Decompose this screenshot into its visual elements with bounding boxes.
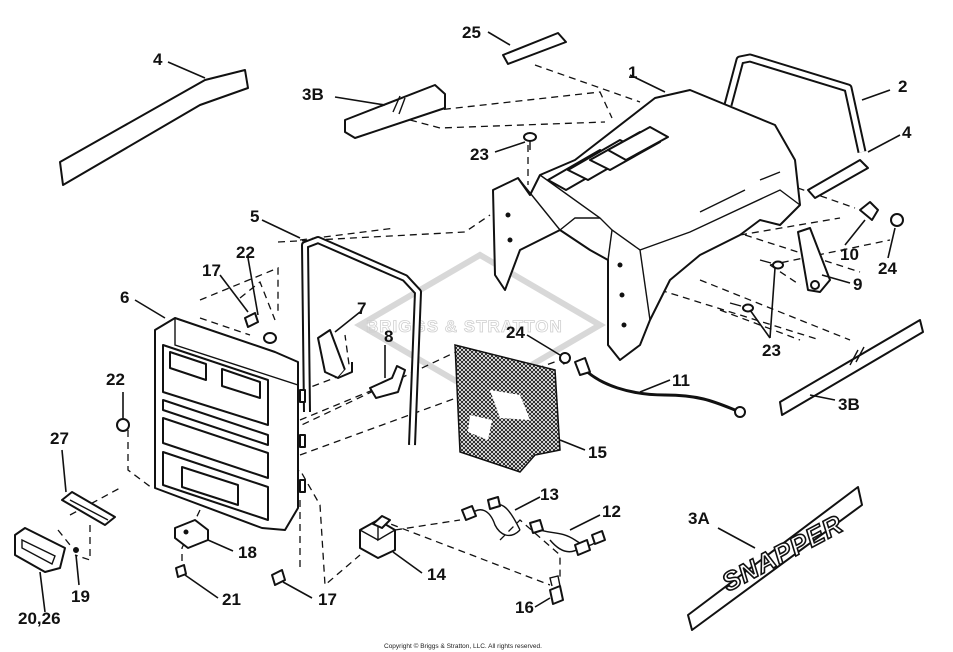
callout-3a: 3A [688,509,710,528]
bulb-16 [549,575,564,605]
callout-12: 12 [602,502,621,521]
bracket-9 [797,227,831,293]
callout-4-left: 4 [153,50,163,69]
decal-strip-3b-top [344,84,446,139]
trim-strip-4-left [59,69,249,186]
callout-10: 10 [840,245,859,264]
callout-17-top: 17 [202,261,221,280]
leader-lines [39,31,901,613]
hood-1 [492,89,801,361]
wire-11 [574,357,746,418]
callout-16: 16 [515,598,534,617]
callout-3b-top: 3B [302,85,324,104]
callout-24-right: 24 [878,259,897,278]
callout-7: 7 [357,299,366,318]
callout-5: 5 [250,207,259,226]
nut-22-top [263,332,277,344]
decal-strip-3b-right [779,319,924,416]
callout-13: 13 [540,485,559,504]
callout-9: 9 [853,275,862,294]
copyright-text: Copyright © Briggs & Stratton, LLC. All … [384,642,542,650]
callout-14: 14 [427,565,446,584]
callout-25: 25 [462,23,481,42]
callout-19: 19 [71,587,90,606]
lens-27 [61,491,116,526]
callout-20-26: 20,26 [18,609,61,628]
callout-8: 8 [384,327,393,346]
callout-1: 1 [628,63,637,82]
light-20-26 [14,527,66,573]
callout-4-right: 4 [902,123,912,142]
bracket-8 [369,365,406,399]
callout-17-bottom: 17 [318,590,337,609]
callout-2: 2 [898,77,907,96]
callout-18: 18 [238,543,257,562]
callout-22-top: 22 [236,243,255,262]
screw-21 [175,564,187,578]
trim-strip-4-right [807,159,869,199]
bracket-18 [174,519,209,549]
callout-24-left: 24 [506,323,525,342]
callout-11: 11 [672,371,690,390]
grille-6 [154,317,306,531]
decal-strip-25 [502,32,567,65]
clip-17-bottom [271,569,286,586]
watermark-text: BRIGGS & STRATTON [366,317,563,336]
callouts: 4 3B 25 1 2 23 4 10 24 9 23 3B 5 22 17 6… [18,23,912,628]
callout-27: 27 [50,429,69,448]
bolts-23-right [729,259,784,313]
callout-3b-right: 3B [838,395,860,414]
harness-12 [529,519,606,556]
screw-19 [73,547,79,553]
bracket-7 [317,329,353,379]
screen-15 [454,344,561,473]
callout-22-left: 22 [106,370,125,389]
nut-24-left [559,352,571,364]
bolt-23-top [523,132,537,150]
nut-24-right [890,213,904,227]
clip-17-top [244,312,259,328]
clip-10 [859,201,879,221]
lamp-14 [359,515,396,559]
callout-15: 15 [588,443,607,462]
callout-6: 6 [120,288,129,307]
nut-22-left [116,418,130,432]
trim-5 [301,236,422,446]
snapper-decal-text: SNAPPER [717,509,848,598]
callout-23-top: 23 [470,145,489,164]
decal-3a: SNAPPER [687,486,863,631]
handle-bar-2 [723,53,867,153]
callout-23-right: 23 [762,341,781,360]
callout-21: 21 [222,590,241,609]
harness-13 [461,496,521,537]
